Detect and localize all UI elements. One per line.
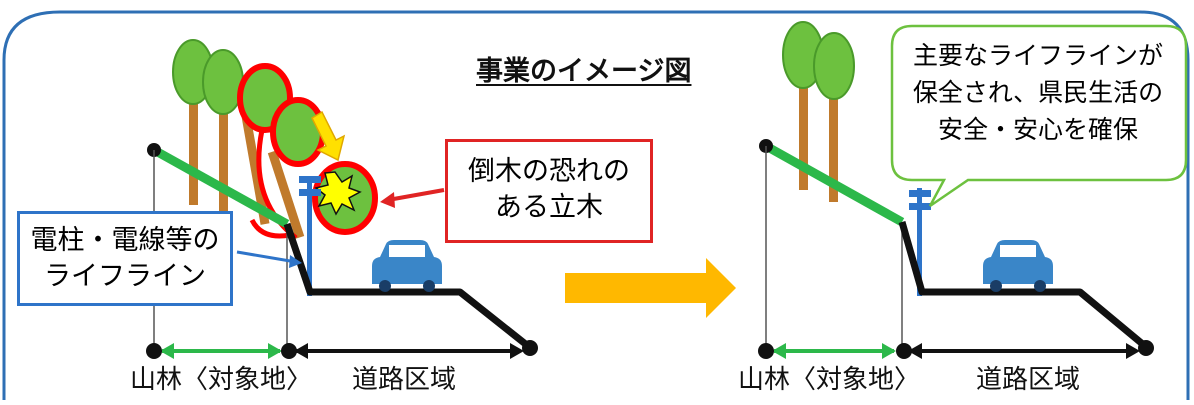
road-label-right: 道路区域 <box>976 365 1081 395</box>
utility-pole-icon <box>909 188 931 296</box>
forest-label-left: 山林〈対象地〉 <box>130 365 313 395</box>
fall-arrow-icon <box>311 110 346 162</box>
arrowhead <box>510 343 524 359</box>
hazard-callout-text: 倒木の恐れの ある立木 <box>448 154 650 226</box>
arrowhead <box>908 343 922 359</box>
tree-icon <box>813 32 855 202</box>
utility-pole-icon <box>299 176 321 296</box>
callout-arrow <box>236 250 297 264</box>
car-icon <box>372 240 442 292</box>
result-bubble <box>890 24 1188 208</box>
road-label-left: 道路区域 <box>352 365 457 395</box>
arrowhead <box>1126 343 1140 359</box>
road-line <box>898 221 1148 349</box>
result-line-3: 安全・安心を確保 <box>937 115 1138 144</box>
result-line-2: 保全され、県民生活の <box>912 78 1164 107</box>
ground-dot <box>281 343 297 359</box>
right-scene <box>758 21 1188 359</box>
arrowhead <box>160 343 174 359</box>
car-icon <box>983 240 1053 292</box>
hazard-callout-box: 倒木の恐れの ある立木 <box>445 139 653 243</box>
hazard-curve <box>249 218 291 239</box>
ground-dot <box>146 343 162 359</box>
utility-callout-text: 電柱・電線等の ライフライン <box>20 223 230 295</box>
power-line <box>763 142 905 226</box>
arrowhead <box>882 343 896 359</box>
ground-dot <box>1138 340 1154 356</box>
result-line-1: 主要なライフラインが <box>912 41 1163 70</box>
power-line <box>151 146 290 228</box>
arrowhead <box>294 343 308 359</box>
hazard-callout-line-2: ある立木 <box>495 192 603 223</box>
arrowhead <box>289 255 302 268</box>
utility-callout-box: 電柱・電線等の ライフライン <box>17 211 233 306</box>
result-bubble-text: 主要なライフラインが 保全され、県民生活の 安全・安心を確保 <box>898 37 1178 148</box>
transition-arrow-icon <box>565 258 736 318</box>
arrowhead <box>772 343 786 359</box>
arrowhead <box>268 343 282 359</box>
ground-dot <box>896 343 912 359</box>
hazard-callout-line-1: 倒木の恐れの <box>468 156 630 187</box>
left-scene <box>146 39 538 359</box>
impact-spark-icon <box>314 171 362 216</box>
ground-dot <box>522 340 538 356</box>
forest-label-right: 山林〈対象地〉 <box>738 365 921 395</box>
callout-arrow <box>387 188 445 202</box>
diagram-title: 事業のイメージ図 <box>476 56 692 87</box>
ground-dot <box>758 343 774 359</box>
utility-callout-line-1: 電柱・電線等の <box>30 225 220 256</box>
utility-callout-line-2: ライフライン <box>44 261 206 292</box>
arrowhead <box>380 192 395 208</box>
